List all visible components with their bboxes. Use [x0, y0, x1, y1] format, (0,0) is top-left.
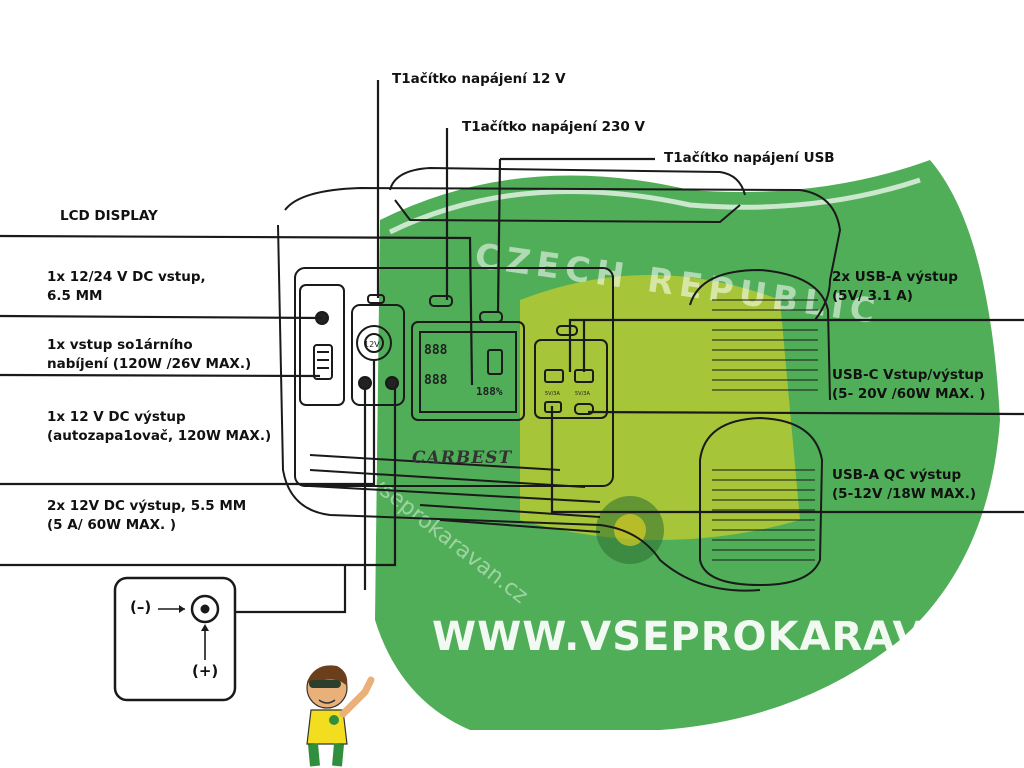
usb-port-label-2: 5V/3A — [575, 391, 590, 397]
lcd-value-1: 888 — [424, 343, 448, 358]
polarity-diagram — [113, 576, 237, 702]
usb-port-label-1: 5V/3A — [545, 391, 560, 397]
lcd-battery-percent: 188% — [476, 385, 503, 398]
mascot-illustration — [306, 665, 375, 767]
lcd-value-2: 888 — [424, 373, 448, 388]
socket-label: 12V — [364, 340, 380, 349]
leader-dc-lighter — [0, 360, 376, 486]
label-button-usb: T1ačítko napájení USB — [664, 150, 835, 166]
watermark-url: WWW.VSEPROKARAVAN.CZ — [432, 614, 1024, 660]
label-dc-output-lighter: 1x 12 V DC výstup(autozapa1ovač, 120W MA… — [47, 409, 272, 444]
label-button-230v: T1ačítko napájení 230 V — [462, 119, 645, 135]
leader-solar — [0, 373, 321, 378]
label-dc-input: 1x 12/24 V DC vstup,6.5 MM — [47, 269, 206, 304]
label-button-12v: T1ačítko napájení 12 V — [392, 71, 566, 87]
polarity-minus-label: (–) — [130, 598, 152, 616]
leader-usb-qc — [550, 406, 1024, 514]
device-brand: CARBEST — [412, 448, 513, 468]
leader-dc-input — [0, 314, 323, 320]
leader-polarity — [235, 565, 347, 614]
polarity-plus-label: (+) — [192, 662, 219, 680]
label-usb-c-port: USB-C Vstup/výstup(5- 20V /60W MAX. ) — [832, 367, 986, 402]
label-usb-a-qc: USB-A QC výstup(5-12V /18W MAX.) — [832, 467, 976, 502]
label-usb-a-output: 2x USB-A výstup (5V/ 3.1 A) — [832, 269, 958, 304]
label-dc-output-55mm: 2x 12V DC výstup, 5.5 MM(5 A/ 60W MAX. ) — [47, 498, 247, 533]
leader-usb-c — [587, 410, 1024, 416]
leader-dc-55 — [0, 388, 397, 567]
leader-usb-a — [568, 318, 1024, 372]
leader-lcd — [0, 234, 474, 386]
leader-btn-usb — [496, 157, 655, 313]
label-lcd-display: LCD DISPLAY — [60, 208, 158, 224]
